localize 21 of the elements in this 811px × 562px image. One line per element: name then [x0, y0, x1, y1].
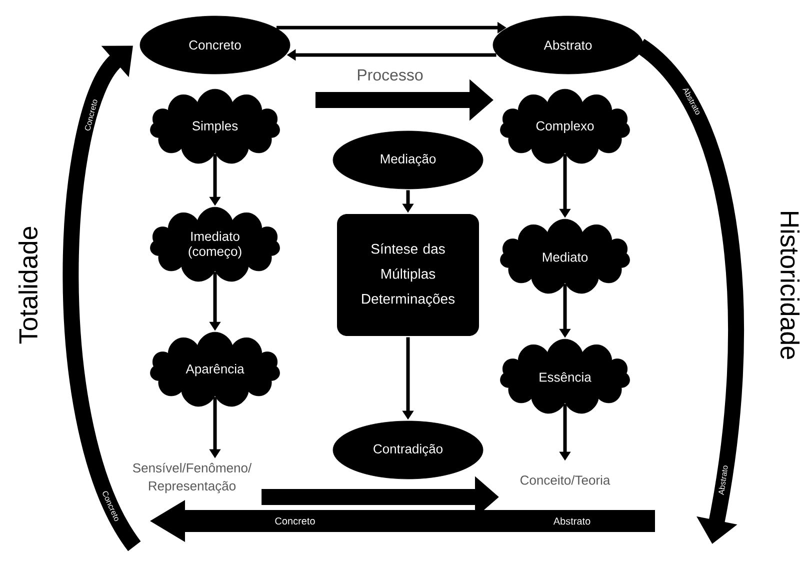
process-box: Síntese das Múltiplas Determinações — [337, 214, 479, 336]
arrow — [62, 46, 142, 550]
axis-title: Totalidade — [18, 226, 38, 344]
edge-label: Processo — [358, 69, 423, 81]
cloud-node: Simples — [150, 88, 280, 164]
axis-title: Historicidade — [780, 212, 800, 359]
cloud-node: Essência — [500, 338, 630, 414]
arrow-text: Abstrato — [718, 466, 728, 496]
cloud-node: Complexo — [500, 88, 630, 164]
ellipse-node: Contradição — [332, 420, 484, 480]
caption-text: Sensível/Fenômeno/ Representação — [133, 462, 252, 494]
caption-text: Conceito/Teoria — [520, 475, 610, 485]
arrow-text: Concreto — [84, 100, 98, 130]
ellipse-node: Abstrato — [492, 16, 644, 74]
cloud-node: Aparência — [150, 332, 280, 407]
arrow-text: Abstrato — [553, 517, 590, 525]
ellipse-node: Mediação — [332, 130, 484, 190]
ellipse-node: Concreto — [140, 16, 290, 74]
cloud-node: Imediato (começo) — [150, 206, 280, 282]
cloud-node: Mediato — [500, 218, 630, 294]
arrow-text: Concreto — [275, 517, 315, 525]
